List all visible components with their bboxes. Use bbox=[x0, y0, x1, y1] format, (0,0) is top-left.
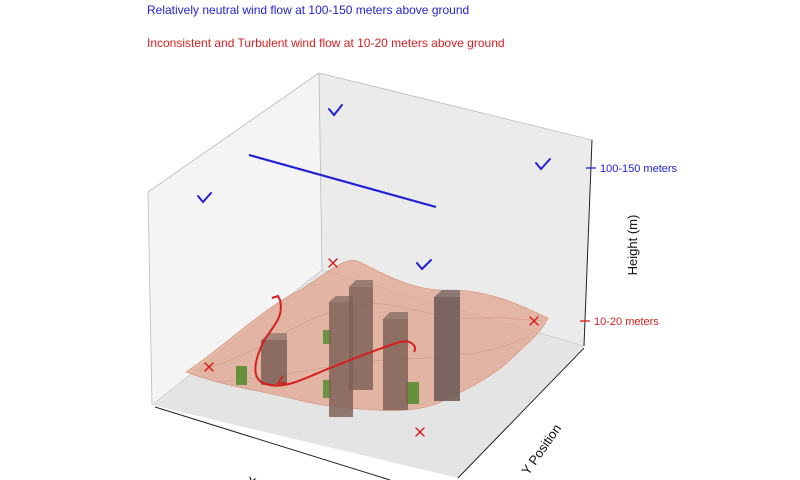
legend-turbulent-flow: Inconsistent and Turbulent wind flow at … bbox=[147, 36, 505, 50]
box-edge bbox=[147, 191, 153, 406]
z-axis-label: Height (m) bbox=[625, 215, 640, 276]
building bbox=[434, 290, 460, 401]
x-mark bbox=[328, 258, 338, 268]
x-axis-line bbox=[154, 406, 391, 480]
neutral-flow-line bbox=[248, 153, 437, 209]
vegetation-block bbox=[323, 330, 331, 344]
x-axis-label: X bbox=[245, 473, 258, 480]
building bbox=[349, 280, 373, 390]
left-back-pane bbox=[148, 73, 322, 405]
building bbox=[261, 333, 287, 385]
box-edge bbox=[147, 72, 320, 193]
x-mark bbox=[204, 362, 214, 372]
building bbox=[383, 312, 408, 410]
turbulent-flow-path bbox=[254, 294, 416, 387]
check-mark bbox=[197, 192, 212, 204]
turbulent-flow-arrow bbox=[276, 375, 287, 384]
buildings bbox=[261, 280, 460, 417]
tick-label-high: 100-150 meters bbox=[600, 163, 678, 175]
z-axis-line bbox=[583, 139, 593, 347]
legend-neutral-flow: Relatively neutral wind flow at 100-150 … bbox=[147, 3, 470, 17]
check-mark bbox=[328, 104, 343, 117]
x-mark bbox=[415, 427, 425, 437]
box-edge bbox=[318, 72, 323, 271]
y-axis-line bbox=[457, 347, 585, 479]
box-edge bbox=[318, 72, 593, 141]
check-mark bbox=[535, 158, 551, 171]
vegetation bbox=[236, 330, 419, 404]
neutral-markers bbox=[197, 104, 551, 271]
z-ticks: 100-150 meters 10-20 meters bbox=[580, 163, 678, 328]
vegetation-block bbox=[323, 380, 331, 398]
y-axis-label: Y Position bbox=[518, 421, 564, 477]
vegetation-block bbox=[236, 366, 247, 385]
vegetation-block bbox=[406, 382, 419, 404]
x-mark bbox=[529, 316, 539, 326]
tick-label-low: 10-20 meters bbox=[594, 316, 659, 328]
check-mark bbox=[416, 259, 432, 271]
turbulent-markers bbox=[204, 258, 539, 437]
